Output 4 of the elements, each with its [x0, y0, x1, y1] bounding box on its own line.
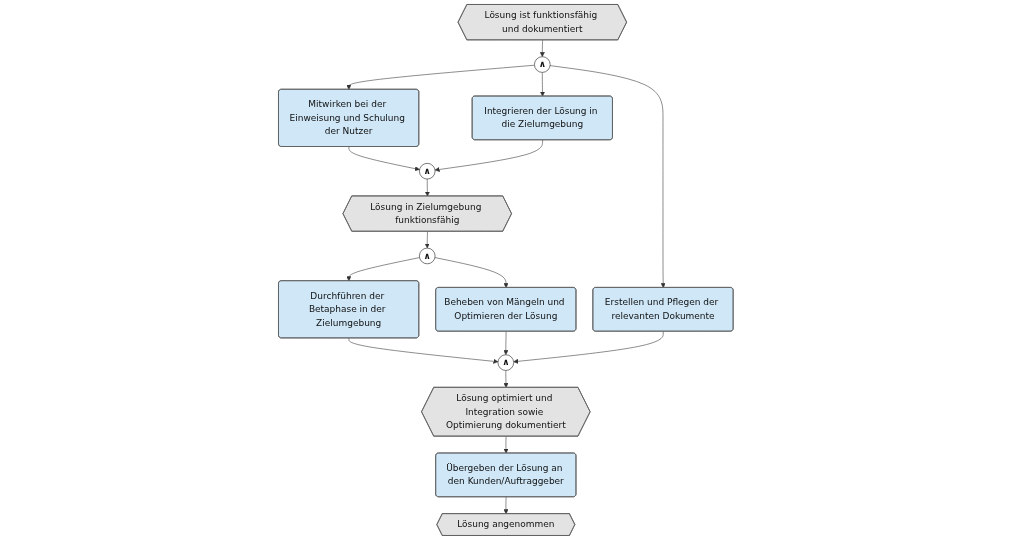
node-circle: ∧	[497, 354, 514, 371]
node-circle: ∧	[533, 56, 551, 73]
node-circle: ∧	[418, 163, 436, 180]
node-circle: ∧	[418, 247, 436, 265]
